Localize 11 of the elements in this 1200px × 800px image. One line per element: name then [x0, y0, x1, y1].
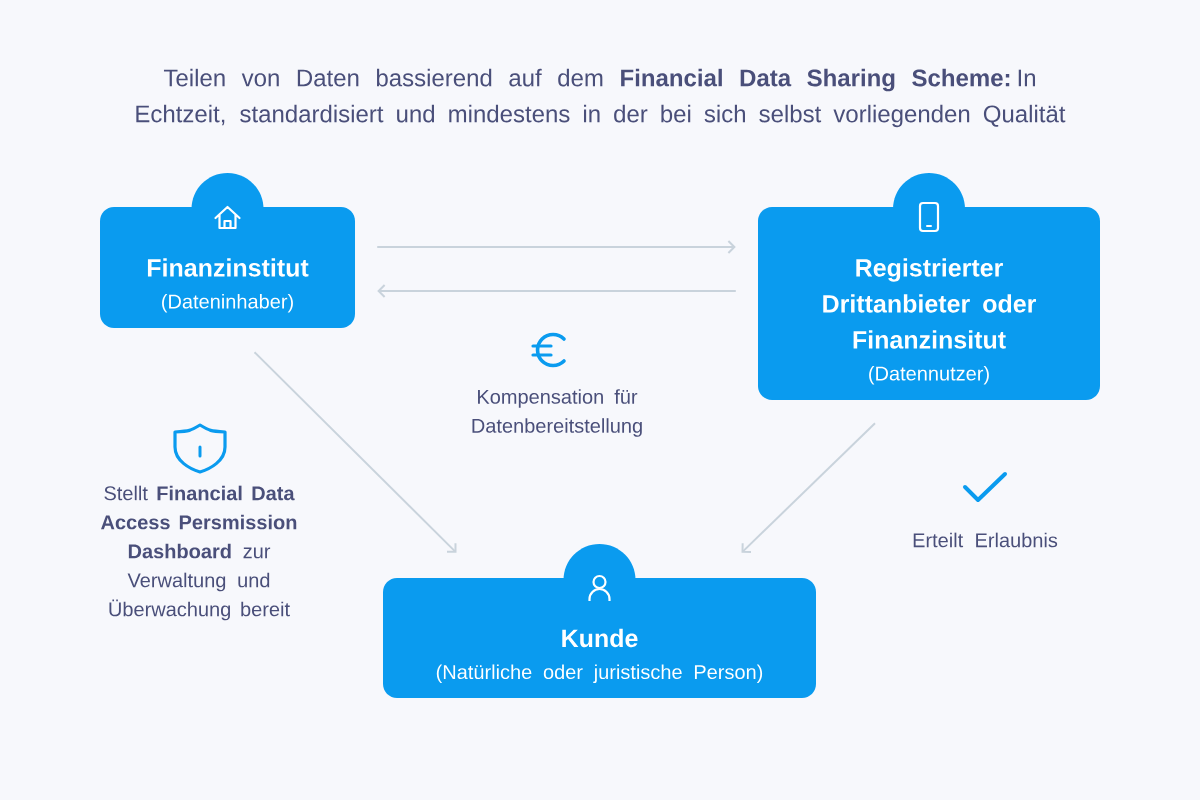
process-box: Registrierter Drittanbieter oder Finanzinsitut (Datennutzer)	[758, 173, 1100, 400]
arrow	[253, 351, 457, 553]
process-box: Kunde (Natürliche oder juristische Person)	[383, 544, 816, 698]
note: Erteilt Erlaubnis	[913, 532, 1058, 548]
process-box: Finanzinstitut (Dateninhaber)	[100, 173, 355, 328]
note: Stellt Financial Data Access Persmission Dashboard zur Verwaltung und Überwachung bereit	[101, 485, 297, 621]
arrow	[376, 240, 736, 254]
arrow	[377, 284, 737, 298]
title: Teilen von Daten bassierend auf dem Financial Data Sharing Scheme: In Echtzeit, standardisiert und mindestens in der bei sich selbst vorliegenden Qualität	[136, 68, 1066, 128]
note: Kompensation für Datenbereitstellung	[472, 389, 642, 437]
arrow	[741, 422, 876, 553]
